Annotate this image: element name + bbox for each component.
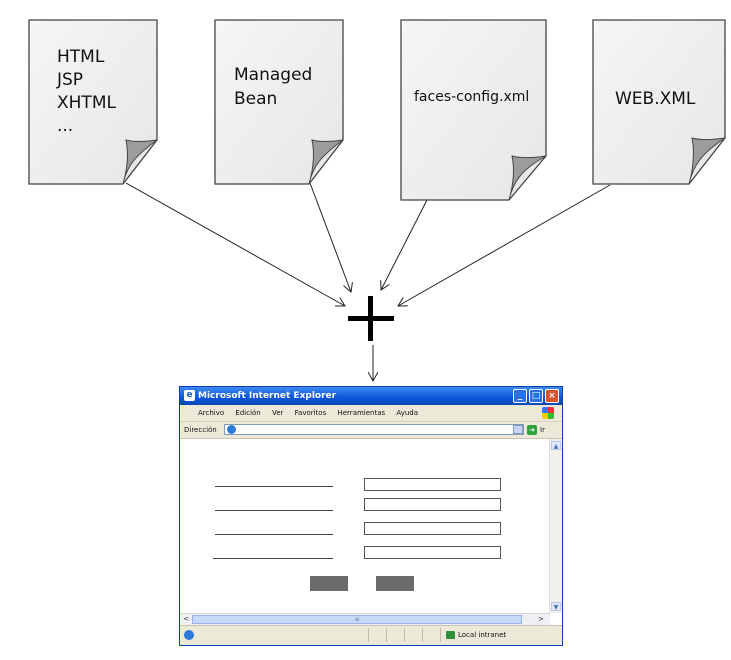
intranet-zone-icon bbox=[446, 631, 455, 639]
form-label-line bbox=[215, 486, 333, 487]
browser-title: Microsoft Internet Explorer bbox=[198, 391, 337, 401]
form-input[interactable] bbox=[364, 546, 501, 559]
address-label: Dirección bbox=[184, 426, 217, 434]
scroll-thumb[interactable]: ≡ bbox=[192, 615, 522, 624]
scroll-down-icon[interactable]: ▼ bbox=[551, 602, 561, 611]
minimize-button[interactable]: _ bbox=[513, 389, 527, 403]
document-web-xml: WEB.XML bbox=[591, 18, 729, 188]
browser-titlebar: e Microsoft Internet Explorer _ □ × bbox=[180, 387, 562, 405]
windows-logo-icon bbox=[542, 407, 554, 419]
document-text: WEB.XML bbox=[615, 88, 695, 110]
doc-line: JSP bbox=[57, 70, 84, 90]
form-input[interactable] bbox=[364, 522, 501, 535]
scroll-left-icon[interactable]: < bbox=[183, 615, 189, 623]
scroll-right-icon[interactable]: > bbox=[538, 615, 544, 623]
doc-line: Managed bbox=[234, 65, 313, 85]
form-input[interactable] bbox=[364, 478, 501, 491]
document-faces-config: faces-config.xml bbox=[399, 18, 549, 203]
status-separator bbox=[386, 628, 387, 642]
go-label[interactable]: Ir bbox=[540, 426, 545, 434]
menu-item-ver[interactable]: Ver bbox=[271, 409, 284, 417]
status-zone: Local intranet bbox=[458, 631, 507, 639]
status-separator bbox=[368, 628, 369, 642]
doc-line: XHTML bbox=[57, 93, 116, 113]
go-arrow-icon[interactable]: ➔ bbox=[527, 425, 537, 435]
menu-item-ayuda[interactable]: Ayuda bbox=[396, 409, 419, 417]
doc-line: WEB.XML bbox=[615, 89, 696, 109]
plus-icon bbox=[348, 296, 394, 341]
arrow-bean-to-plus bbox=[309, 182, 351, 292]
address-dropdown-button[interactable] bbox=[513, 425, 523, 434]
form-button[interactable] bbox=[310, 576, 348, 591]
form-button[interactable] bbox=[376, 576, 414, 591]
form-input[interactable] bbox=[364, 498, 501, 511]
menu-item-archivo[interactable]: Archivo bbox=[198, 409, 225, 417]
document-text: HTML JSP XHTML ... bbox=[57, 46, 116, 138]
page-content bbox=[180, 439, 550, 613]
arrow-docs-to-plus bbox=[125, 182, 345, 306]
document-html-jsp: HTML JSP XHTML ... bbox=[27, 18, 162, 188]
arrow-facesconfig-to-plus bbox=[381, 199, 428, 290]
address-bar: Dirección ➔ Ir bbox=[180, 422, 562, 439]
doc-line: ... bbox=[57, 116, 74, 136]
close-button[interactable]: × bbox=[545, 389, 559, 403]
menu-item-edicion[interactable]: Edición bbox=[235, 409, 261, 417]
horizontal-scrollbar[interactable]: < ≡ > bbox=[180, 613, 550, 625]
arrow-webxml-to-plus bbox=[398, 184, 611, 306]
status-bar: Local intranet bbox=[180, 625, 562, 645]
page-icon bbox=[227, 425, 236, 434]
ie-icon: e bbox=[184, 390, 195, 401]
page-status-icon bbox=[184, 630, 194, 640]
menu-bar: Archivo Edición Ver Favoritos Herramient… bbox=[180, 405, 562, 422]
doc-line: Bean bbox=[234, 89, 278, 109]
document-managed-bean: Managed Bean bbox=[213, 18, 348, 188]
doc-line: faces-config.xml bbox=[414, 89, 530, 105]
document-text: faces-config.xml bbox=[414, 88, 529, 106]
menu-item-herramientas[interactable]: Herramientas bbox=[337, 409, 386, 417]
scroll-up-icon[interactable]: ▲ bbox=[551, 441, 561, 450]
status-separator bbox=[440, 628, 441, 642]
maximize-button[interactable]: □ bbox=[529, 389, 543, 403]
address-input[interactable] bbox=[224, 424, 524, 435]
window-controls: _ □ × bbox=[513, 389, 559, 403]
form-label-line bbox=[215, 510, 333, 511]
status-separator bbox=[404, 628, 405, 642]
status-separator bbox=[422, 628, 423, 642]
doc-line: HTML bbox=[57, 47, 105, 67]
menu-item-favoritos[interactable]: Favoritos bbox=[294, 409, 327, 417]
form-label-line bbox=[213, 558, 333, 559]
document-text: Managed Bean bbox=[234, 63, 312, 111]
vertical-scrollbar[interactable]: ▲ ▼ bbox=[549, 439, 562, 613]
form-label-line bbox=[215, 534, 333, 535]
browser-window: e Microsoft Internet Explorer _ □ × Arch… bbox=[179, 386, 563, 646]
